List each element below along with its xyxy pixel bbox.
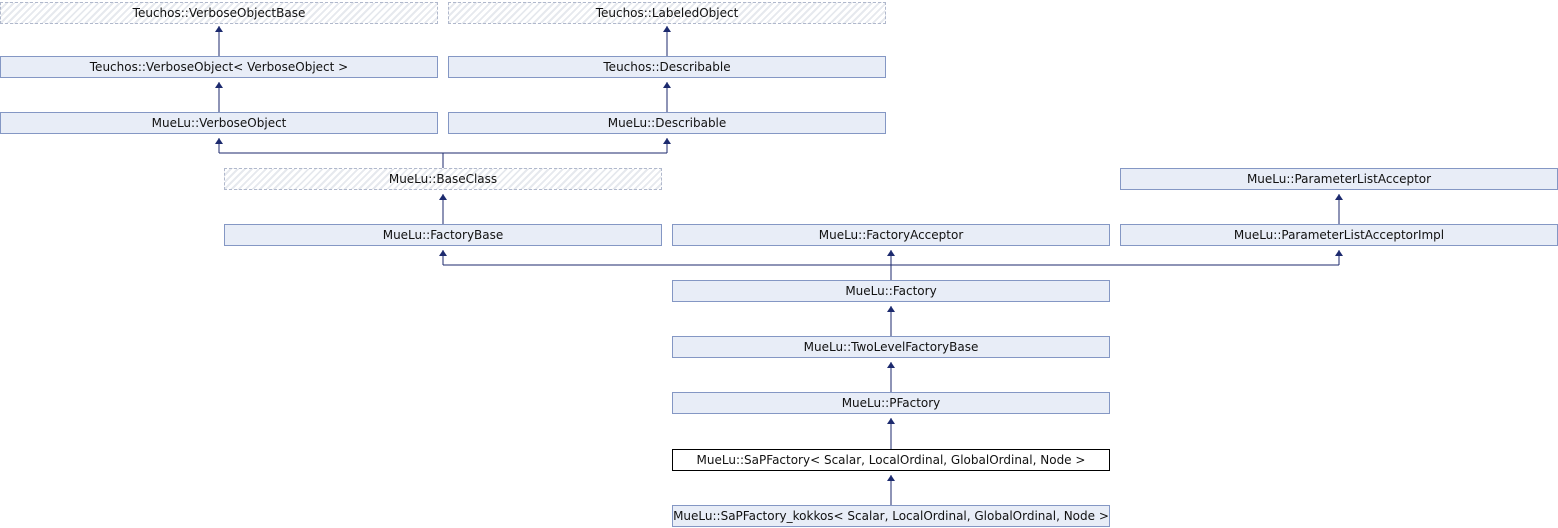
node-muelu-describable[interactable]: MueLu::Describable [448,112,886,134]
node-muelu-sap-factory-current: MueLu::SaPFactory< Scalar, LocalOrdinal,… [672,449,1110,471]
node-teuchos-labeled-object[interactable]: Teuchos::LabeledObject [448,2,886,24]
node-muelu-parameter-list-acceptor[interactable]: MueLu::ParameterListAcceptor [1120,168,1558,190]
node-teuchos-verbose-object[interactable]: Teuchos::VerboseObject< VerboseObject > [0,56,438,78]
node-muelu-factory-acceptor[interactable]: MueLu::FactoryAcceptor [672,224,1110,246]
node-muelu-parameter-list-acceptor-impl[interactable]: MueLu::ParameterListAcceptorImpl [1120,224,1558,246]
node-muelu-factory[interactable]: MueLu::Factory [672,280,1110,302]
node-muelu-pfactory[interactable]: MueLu::PFactory [672,392,1110,414]
node-teuchos-describable[interactable]: Teuchos::Describable [448,56,886,78]
node-muelu-two-level-factory-base[interactable]: MueLu::TwoLevelFactoryBase [672,336,1110,358]
node-muelu-factory-base[interactable]: MueLu::FactoryBase [224,224,662,246]
node-muelu-verbose-object[interactable]: MueLu::VerboseObject [0,112,438,134]
node-muelu-base-class[interactable]: MueLu::BaseClass [224,168,662,190]
node-teuchos-verbose-object-base[interactable]: Teuchos::VerboseObjectBase [0,2,438,24]
node-muelu-sap-factory-kokkos[interactable]: MueLu::SaPFactory_kokkos< Scalar, LocalO… [672,505,1110,527]
